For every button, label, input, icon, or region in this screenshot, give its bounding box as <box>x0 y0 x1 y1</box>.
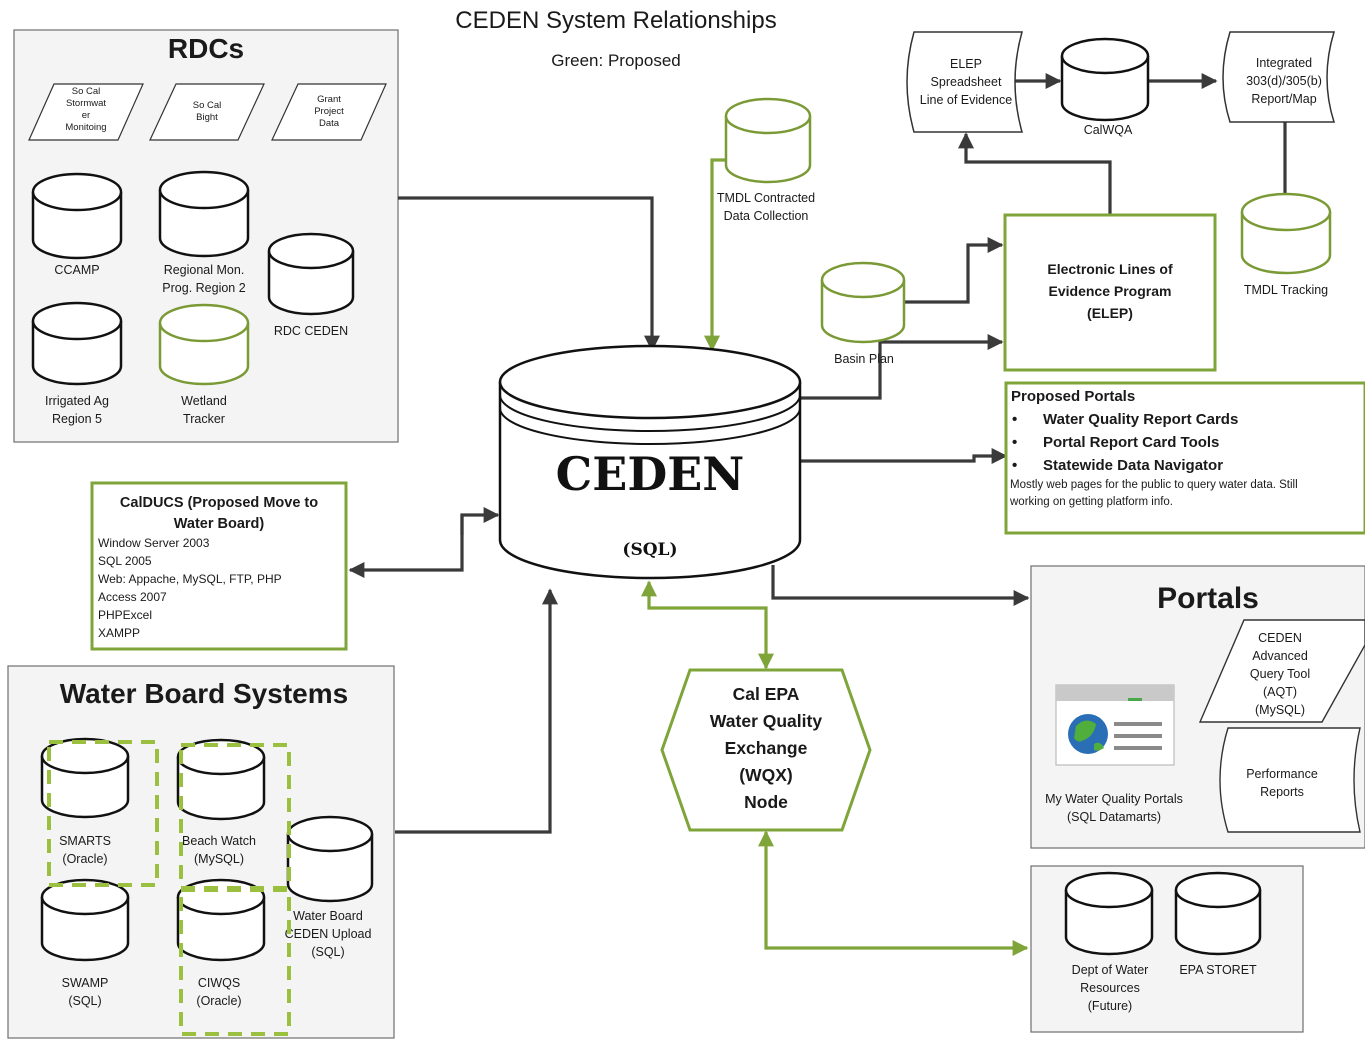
swamp-database: SWAMP(SQL) <box>40 878 130 1008</box>
svg-text:•: • <box>1012 457 1017 474</box>
rdcs-to-ceden-arrow <box>398 196 660 352</box>
ceden-wqx-arrow <box>641 580 774 670</box>
svg-text:CIWQS(Oracle): CIWQS(Oracle) <box>196 976 241 1008</box>
diagram-title: CEDEN System Relationships <box>455 7 776 34</box>
svg-text:My Water Quality Portals(SQL D: My Water Quality Portals(SQL Datamarts) <box>1045 792 1183 824</box>
proposed-portals-box: Proposed Portals • Water Quality Report … <box>1004 381 1365 535</box>
wqx-external-arrow <box>758 830 1029 956</box>
svg-text:•: • <box>1012 411 1017 428</box>
portals-heading: Portals <box>1157 582 1259 615</box>
svg-text:SMARTS(Oracle): SMARTS(Oracle) <box>59 834 111 866</box>
svg-text:CCAMP: CCAMP <box>54 263 99 277</box>
svg-text:•: • <box>1012 434 1017 451</box>
svg-text:RDC CEDEN: RDC CEDEN <box>274 324 348 338</box>
ceden-to-proposed-portals-arrow <box>800 448 1008 464</box>
ceden-database: CEDEN (SQL) <box>498 344 802 580</box>
proposed-portal-item: Water Quality Report Cards <box>1043 411 1238 428</box>
rdc-ceden-database: RDC CEDEN <box>267 232 355 338</box>
svg-text:EPA STORET: EPA STORET <box>1179 963 1257 977</box>
svg-text:Basin Plan: Basin Plan <box>834 352 894 366</box>
ceden-sql-label: (SQL) <box>622 540 677 560</box>
ceden-to-portals-arrow <box>771 565 1030 606</box>
beach-watch-database: Beach Watch(MySQL) <box>176 738 266 866</box>
svg-text:Beach Watch(MySQL): Beach Watch(MySQL) <box>182 834 256 866</box>
svg-text:Regional Mon.Prog. Region 2: Regional Mon.Prog. Region 2 <box>162 263 245 295</box>
proposed-grouping-ciwqs <box>179 888 291 1036</box>
caldugs-to-ceden-arrow <box>460 507 500 535</box>
proposed-portals-heading: Proposed Portals <box>1011 388 1135 405</box>
svg-text:SWAMP(SQL): SWAMP(SQL) <box>62 976 109 1008</box>
svg-text:Mostly web pages for the publi: Mostly web pages for the public to query… <box>1009 479 1298 508</box>
tmdl-tracking-database: TMDL Tracking <box>1240 192 1332 297</box>
elep-to-spreadsheet-arrow <box>958 132 1112 215</box>
proposed-portal-item: Statewide Data Navigator <box>1043 457 1223 474</box>
water-board-to-ceden-arrow <box>395 588 558 834</box>
rdcs-heading: RDCs <box>168 33 244 64</box>
tmdl-contracted-to-ceden-arrow <box>704 158 728 352</box>
regional-monitoring-database: Regional Mon.Prog. Region 2 <box>158 170 250 295</box>
ccamp-database: CCAMP <box>31 172 123 277</box>
my-water-quality-portals: My Water Quality Portals(SQL Datamarts) <box>1045 684 1183 824</box>
epa-storet-database: EPA STORET <box>1174 871 1262 977</box>
ceden-to-elep-arrow <box>800 334 1004 400</box>
smarts-database: SMARTS(Oracle) <box>40 737 130 866</box>
svg-text:CalWQA: CalWQA <box>1084 123 1133 137</box>
proposed-portal-item: Portal Report Card Tools <box>1043 434 1219 451</box>
legend-note: Green: Proposed <box>551 51 680 70</box>
proposed-grouping-smarts <box>47 740 159 887</box>
ceden-to-caldugs-arrow <box>348 515 464 578</box>
water-board-heading: Water Board Systems <box>60 678 348 709</box>
basin-plan-to-elep-arrow <box>898 237 1004 304</box>
ceden-label: CEDEN <box>556 447 745 501</box>
basin-plan-database: Basin Plan <box>820 261 906 366</box>
svg-text:TMDL Tracking: TMDL Tracking <box>1244 283 1328 297</box>
calwqa-database: CalWQA <box>1060 37 1150 137</box>
ciwqs-database: CIWQS(Oracle) <box>176 878 266 1008</box>
